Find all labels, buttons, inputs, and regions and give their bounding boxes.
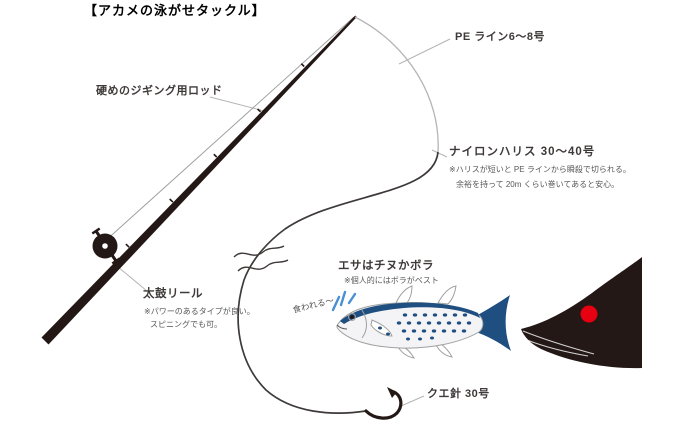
bait-fish-gill [361, 309, 367, 339]
akame-head [521, 257, 642, 369]
leader-note-line1: ※ハリスが短いと PE ラインから瞬殺で切られる。 [449, 165, 631, 174]
leader-note-line2: 余裕を持って 20m くらい巻いてあると安心。 [456, 180, 620, 189]
hook-label: クエ針 30号 [427, 388, 490, 400]
reel-label: 太鼓リール [143, 288, 203, 300]
bait-fish-dorsal-fin-2 [437, 285, 457, 305]
pe-line-label: PE ライン6〜8号 [455, 31, 545, 43]
bait-fish-tail [476, 295, 511, 351]
akame-red-eye [580, 305, 598, 323]
taiko-reel [91, 227, 121, 265]
bait-fish-anal-fin [435, 343, 453, 358]
bait-fish-spots [378, 313, 472, 341]
line-along-rod [103, 16, 355, 243]
kue-hook [364, 387, 403, 420]
akame-mouth-line [522, 330, 595, 355]
bait-label: エサはチヌかボラ [338, 260, 434, 272]
bait-fish [331, 285, 511, 359]
hook-callout-line [400, 395, 425, 407]
page-title: 【アカメの泳がせタックル】 [84, 3, 266, 18]
rod-label: 硬めのジギング用ロッド [96, 85, 223, 97]
bait-fish-dorsal-fin-1 [395, 285, 413, 304]
surprise-marks-icon [331, 290, 357, 312]
bait-fish-back-stripe [340, 302, 480, 324]
leader-label: ナイロンハリス 30〜40号 [449, 146, 596, 158]
nylon-leader-line [237, 151, 439, 414]
bait-fish-mouth [336, 324, 348, 330]
rod-guides [125, 63, 305, 248]
reel-note-line1: ※パワーのあるタイプが良い。 [144, 307, 255, 316]
line-break-marks [233, 245, 289, 272]
bait-note: ※個人的にはボラがベスト [344, 276, 439, 285]
reel-note-line2: スピニングでも可。 [150, 320, 222, 329]
akame-jaw-line [526, 339, 589, 357]
pe-callout-line [398, 38, 451, 65]
leader-callout-line [431, 149, 448, 158]
jigging-rod [41, 15, 357, 345]
pe-line [354, 16, 439, 153]
bait-fish-eye [350, 315, 354, 319]
reel-callout-line [117, 266, 148, 292]
